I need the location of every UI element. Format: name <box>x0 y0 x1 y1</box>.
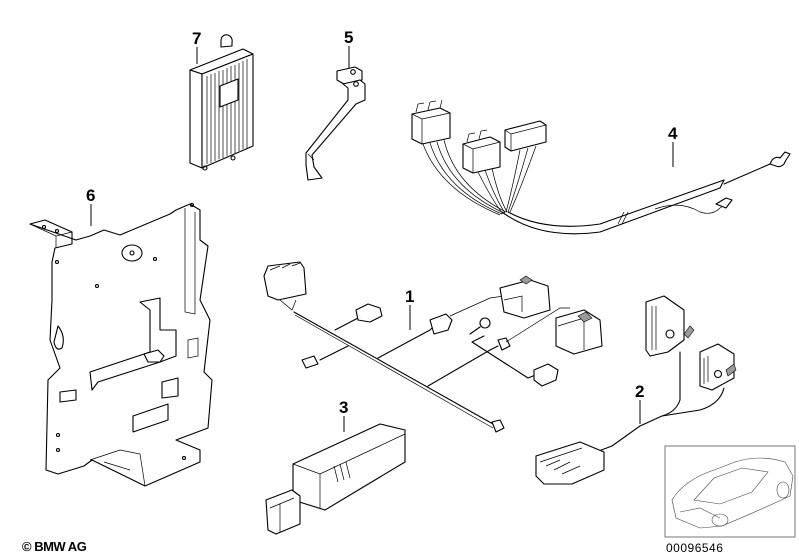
part-4-harness[interactable] <box>411 99 791 235</box>
image-id: 00096546 <box>666 541 724 555</box>
part-3-module[interactable] <box>265 423 406 535</box>
part-2-harness[interactable] <box>535 295 737 485</box>
callout-3[interactable]: 3 <box>339 398 348 417</box>
vehicle-thumbnail[interactable] <box>664 445 796 538</box>
part-7-amplifier[interactable] <box>189 34 254 171</box>
callout-7[interactable]: 7 <box>192 29 201 48</box>
heatsink-fins <box>206 59 248 164</box>
callout-2[interactable]: 2 <box>635 382 644 401</box>
callout-5[interactable]: 5 <box>344 28 353 47</box>
callout-1[interactable]: 1 <box>405 287 414 306</box>
callout-6[interactable]: 6 <box>86 186 95 205</box>
callout-4[interactable]: 4 <box>668 124 678 143</box>
part-6-mounting-plate[interactable] <box>29 202 213 487</box>
part-5-bracket[interactable] <box>305 66 366 181</box>
part-1-harness[interactable] <box>263 261 603 433</box>
copyright-notice: © BMW AG <box>22 539 87 554</box>
